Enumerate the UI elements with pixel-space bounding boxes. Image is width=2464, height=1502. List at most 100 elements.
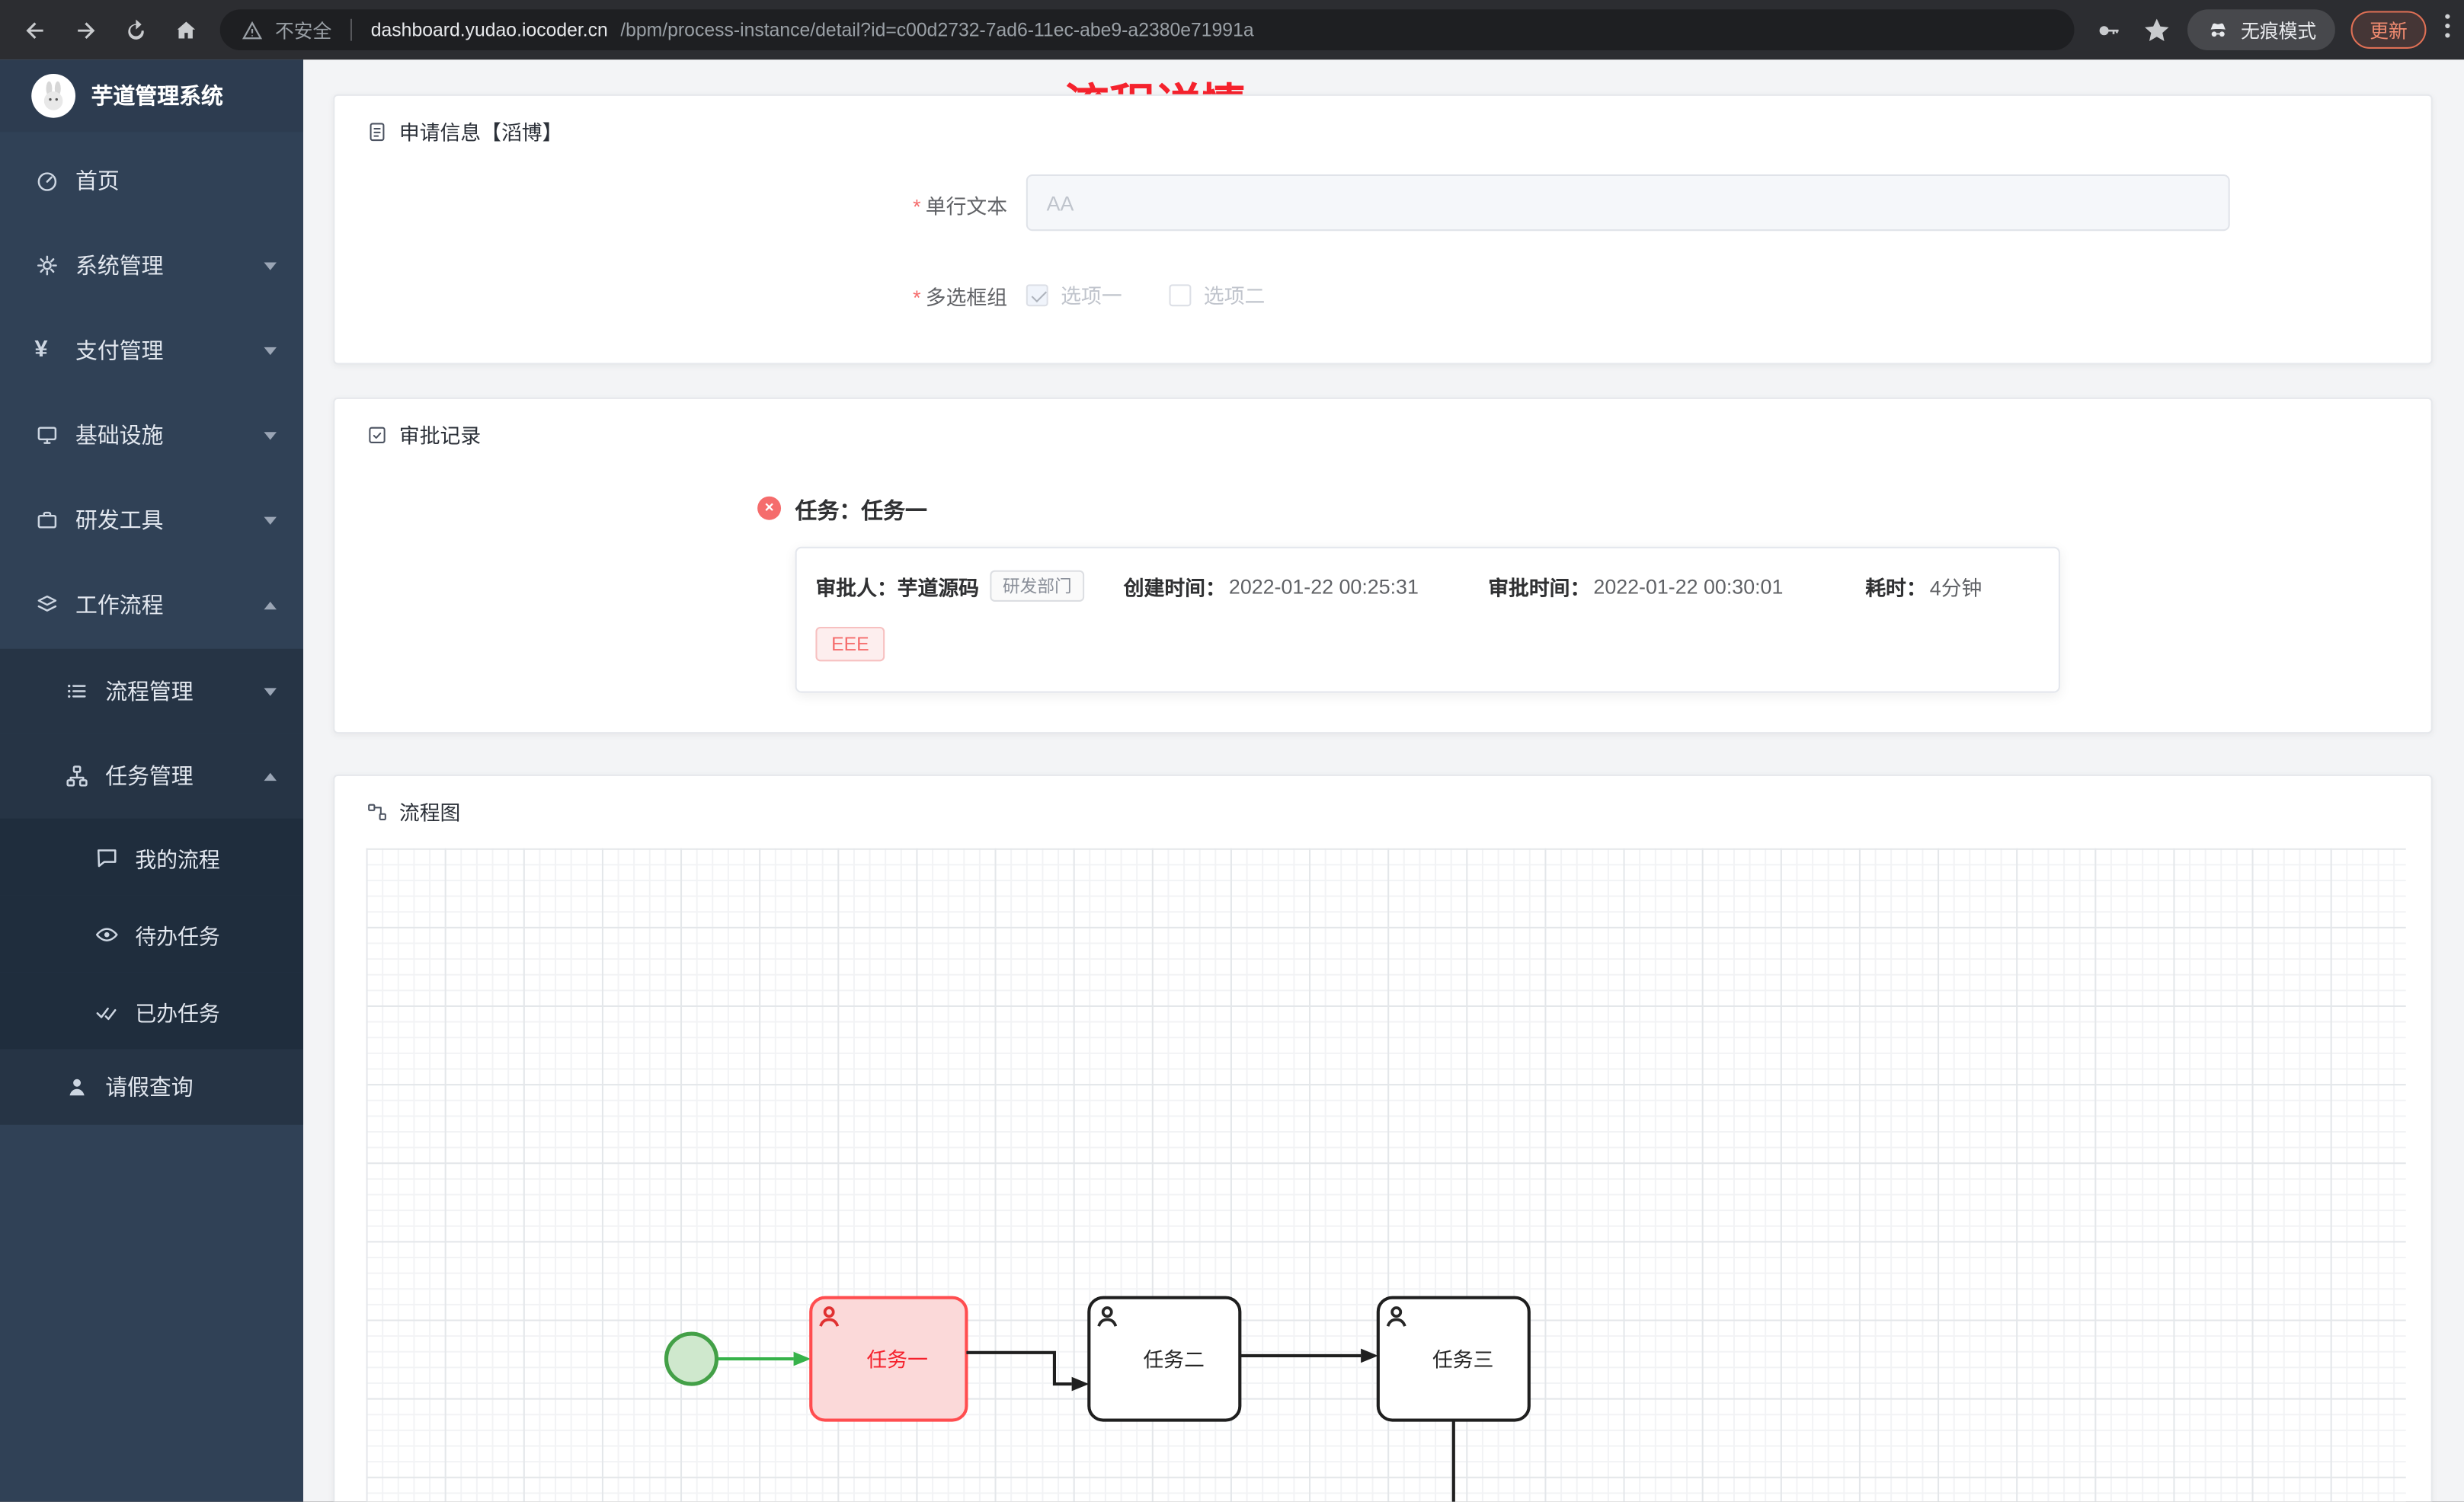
bpmn-canvas[interactable]: 任务一 任务二 任务三 <box>366 848 2406 1502</box>
created-group: 创建时间： 2022-01-22 00:25:31 <box>1123 574 1419 599</box>
nav-label: 我的流程 <box>135 847 220 871</box>
checkbox-option2[interactable] <box>1169 283 1192 306</box>
url-path: /bpm/process-instance/detail?id=c00d2732… <box>620 18 1254 41</box>
sidebar-item-payment[interactable]: ¥ 支付管理 <box>0 308 303 392</box>
sidebar-item-system[interactable]: 系统管理 <box>0 223 303 308</box>
main-content: 流程详情 申请信息【滔博】 *单行文本 *多选框组 选项一 选项二 <box>303 59 2464 1502</box>
double-check-icon <box>94 999 120 1024</box>
bpmn-diagram: 任务一 任务二 任务三 <box>664 1296 1531 1502</box>
home-icon <box>176 21 195 38</box>
person-icon <box>65 1075 90 1100</box>
brand-header[interactable]: 芋道管理系统 <box>0 59 304 133</box>
sidebar-item-infra[interactable]: 基础设施 <box>0 393 303 478</box>
diagram-card-title: 流程图 <box>398 801 461 825</box>
chat-bubble-icon <box>94 845 120 870</box>
sidebar: 芋道管理系统 首页 系统管理 ¥ 支付管理 基础设施 研发工具 工作流程 <box>0 59 304 1502</box>
reload-icon <box>127 18 143 39</box>
approved-group: 审批时间： 2022-01-22 00:30:01 <box>1488 574 1784 599</box>
dashboard-icon <box>34 168 59 193</box>
list-icon <box>65 679 90 704</box>
field-label-checkbox-group: *多选框组 <box>913 286 1008 310</box>
nav-label: 首页 <box>75 168 120 193</box>
bookmark-button[interactable] <box>2134 8 2178 52</box>
logo-avatar <box>31 73 75 118</box>
checkbox-group: 选项一 选项二 <box>1026 280 1300 309</box>
apply-card-header: 申请信息【滔博】 <box>334 96 2430 146</box>
home-button[interactable] <box>164 8 208 52</box>
nav-label: 系统管理 <box>75 253 164 279</box>
audit-card-title: 审批记录 <box>398 423 482 448</box>
nav-label: 请假查询 <box>105 1074 194 1100</box>
diagram-icon <box>368 803 386 820</box>
task-node-1[interactable] <box>809 1296 968 1422</box>
comment-tag: EEE <box>815 626 885 662</box>
forward-icon <box>77 21 94 38</box>
nav-label: 流程管理 <box>105 679 194 704</box>
update-label: 更新 <box>2370 19 2408 42</box>
sidebar-item-my-process[interactable]: 我的流程 <box>0 818 304 896</box>
user-task-icon <box>1097 1306 1118 1327</box>
task2-label: 任务二 <box>1143 1348 1204 1371</box>
sidebar-item-task-mgmt[interactable]: 任务管理 <box>0 733 304 819</box>
url-domain: dashboard.yudao.iocoder.cn <box>370 18 608 41</box>
created-time: 2022-01-22 00:25:31 <box>1228 574 1419 598</box>
start-event-node[interactable] <box>664 1331 719 1386</box>
sidebar-item-done-tasks[interactable]: 已办任务 <box>0 972 304 1050</box>
layers-icon <box>34 593 59 618</box>
nav-label: 工作流程 <box>75 592 164 618</box>
password-key-button[interactable] <box>2087 8 2131 52</box>
star-icon <box>2144 18 2168 40</box>
chevron-down-icon <box>264 261 277 270</box>
app-title: 芋道管理系统 <box>91 83 223 109</box>
audit-record-card: 审批记录 × 任务：任务一 审批人： 芋道源码 研发部门 创建时间： 2022-… <box>333 397 2433 734</box>
incognito-label: 无痕模式 <box>2241 19 2317 42</box>
gear-icon <box>34 253 59 278</box>
omnibox-divider <box>350 18 353 41</box>
checkbox-option1[interactable] <box>1026 283 1048 306</box>
flow-arrowhead <box>1071 1376 1090 1392</box>
sidebar-item-devtools[interactable]: 研发工具 <box>0 478 303 562</box>
audit-meta-row: 审批人： 芋道源码 研发部门 创建时间： 2022-01-22 00:25:31… <box>815 570 2040 602</box>
flow-arrowhead <box>793 1351 811 1366</box>
briefcase-icon <box>34 507 59 532</box>
sidebar-item-leave-query[interactable]: 请假查询 <box>0 1049 304 1125</box>
browser-menu-button[interactable] <box>2436 14 2458 38</box>
incognito-badge: 无痕模式 <box>2187 9 2335 50</box>
apply-card-title: 申请信息【滔博】 <box>398 120 563 145</box>
duration-group: 耗时： 4分钟 <box>1865 571 1982 601</box>
nav-label: 基础设施 <box>75 422 164 448</box>
address-bar[interactable]: 不安全 dashboard.yudao.iocoder.cn/bpm/proce… <box>219 9 2075 50</box>
yen-icon: ¥ <box>34 336 48 363</box>
task-node-2[interactable] <box>1087 1296 1242 1422</box>
forward-button[interactable] <box>63 8 107 52</box>
nav-label: 已办任务 <box>135 1001 220 1025</box>
sidebar-item-home[interactable]: 首页 <box>0 139 303 223</box>
key-icon <box>2098 25 2118 35</box>
sidebar-item-todo-tasks[interactable]: 待办任务 <box>0 895 304 973</box>
back-button[interactable] <box>13 8 57 52</box>
audit-card-header: 审批记录 <box>334 399 2430 449</box>
incognito-icon <box>2210 22 2226 37</box>
browser-toolbar: 不安全 dashboard.yudao.iocoder.cn/bpm/proce… <box>0 0 2464 60</box>
back-icon <box>25 21 43 38</box>
update-button[interactable]: 更新 <box>2350 11 2427 49</box>
audit-detail-card: 审批人： 芋道源码 研发部门 创建时间： 2022-01-22 00:25:31… <box>795 546 2060 693</box>
field-label-text: *单行文本 <box>913 194 1008 219</box>
flow-task1-task2 <box>966 1350 1072 1386</box>
chevron-down-icon <box>264 687 277 695</box>
reload-button[interactable] <box>114 8 158 52</box>
eye-icon <box>94 922 120 947</box>
chevron-up-icon <box>264 772 277 781</box>
sidebar-item-process-mgmt[interactable]: 流程管理 <box>0 648 304 734</box>
security-label: 不安全 <box>274 19 332 42</box>
flow-arrowhead <box>1361 1348 1378 1363</box>
sidebar-item-workflow[interactable]: 工作流程 <box>0 562 303 647</box>
apply-info-card: 申请信息【滔博】 *单行文本 *多选框组 选项一 选项二 <box>333 94 2433 365</box>
tree-icon <box>65 763 90 788</box>
dept-tag: 研发部门 <box>990 570 1085 602</box>
insecure-warning-icon <box>242 20 263 40</box>
rejected-status-icon: × <box>757 496 782 520</box>
single-line-text-input[interactable] <box>1026 174 2230 232</box>
task3-label: 任务三 <box>1432 1348 1493 1371</box>
